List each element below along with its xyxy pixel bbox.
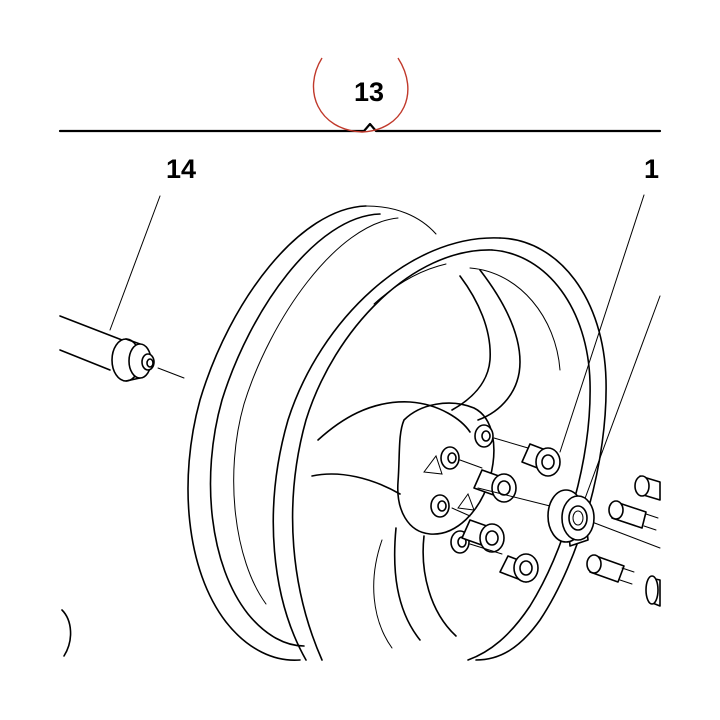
callout-14-label: 14 xyxy=(166,154,196,184)
right-leader xyxy=(579,295,661,513)
rim-back-lip xyxy=(233,217,399,605)
wheel-bolts xyxy=(586,475,661,607)
section-number-label: 13 xyxy=(354,77,384,107)
wheel-bolt xyxy=(634,475,661,501)
spoke-upper-b xyxy=(477,269,521,421)
spoke-lower xyxy=(393,527,421,641)
callout-14-leader xyxy=(109,195,161,331)
spacer-sleeves xyxy=(461,443,561,583)
section-header: 13 xyxy=(58,57,662,133)
rim-inner-channel-2 xyxy=(373,263,447,305)
callout-1: 1 xyxy=(559,154,661,513)
axle-spacer xyxy=(111,338,155,382)
rim-front-right-inner xyxy=(467,249,591,661)
rim-front-outer xyxy=(272,237,501,661)
callout-1-label: 1 xyxy=(644,154,659,184)
axle-shaft xyxy=(59,315,123,371)
wheel-bolt xyxy=(586,554,635,585)
spoke-left-top xyxy=(317,401,471,441)
rim-inner-channel xyxy=(469,267,561,371)
callout-1-leader xyxy=(559,194,645,453)
wheel-hub xyxy=(397,402,495,535)
rim-back-bead xyxy=(365,205,437,235)
rim-front-right xyxy=(475,237,607,661)
partial-arc xyxy=(61,609,72,657)
spoke-upper xyxy=(451,275,491,411)
section-rule xyxy=(58,122,662,133)
rim-back-outer xyxy=(187,205,367,661)
rim-front-second xyxy=(291,249,493,661)
wheel-bolt xyxy=(608,500,659,531)
hub-studs xyxy=(430,424,494,554)
section-marker-arc xyxy=(312,57,409,133)
wheel-axis-line xyxy=(157,367,185,379)
spoke-lower-c xyxy=(373,539,393,649)
wheel-bolt xyxy=(645,575,661,607)
spoke-left-bottom xyxy=(311,473,401,495)
wheel-spokes xyxy=(311,269,521,649)
rim-back-inner xyxy=(209,213,381,647)
alignment-lines xyxy=(451,437,661,555)
wheel-bearing xyxy=(547,489,595,547)
callout-14: 14 xyxy=(109,154,196,331)
spoke-lower-b xyxy=(422,535,457,637)
wheel-rim xyxy=(187,205,607,661)
